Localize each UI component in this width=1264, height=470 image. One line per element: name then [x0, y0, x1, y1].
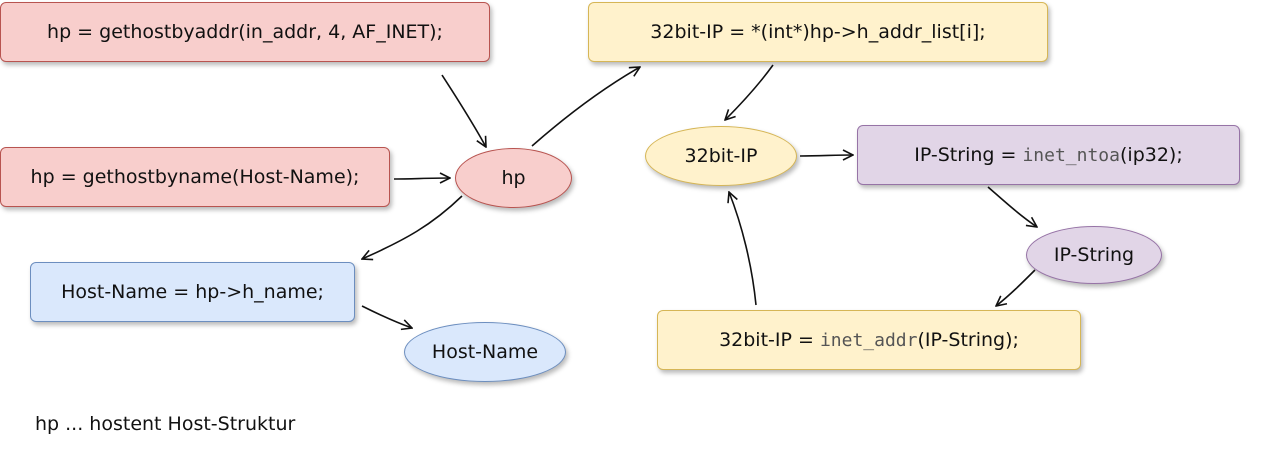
inet-addr-label: 32bit-IP = inet_addr(IP-String);	[719, 329, 1019, 351]
host-name-assign-label: Host-Name = hp->h_name;	[61, 281, 324, 303]
gethostbyaddr-label: hp = gethostbyaddr(in_addr, 4, AF_INET);	[47, 21, 443, 43]
inet-addr-prefix: 32bit-IP =	[719, 329, 820, 351]
hp-ellipse: hp	[455, 148, 572, 208]
ip32-label: 32bit-IP	[684, 145, 758, 167]
edge-ip32-to-ntoa	[799, 155, 853, 156]
inet-addr-suffix: (IP-String);	[917, 329, 1019, 351]
gethostbyaddr-box: hp = gethostbyaddr(in_addr, 4, AF_INET);	[0, 2, 490, 62]
edge-addr-list-assign-to-ip32	[725, 64, 774, 120]
inet-addr-function: inet_addr	[819, 330, 918, 351]
edge-gethostbyaddr-to-hp	[441, 74, 486, 147]
addr-list-assign-label: 32bit-IP = *(int*)hp->h_addr_list[i];	[650, 21, 986, 43]
edge-gethostbyname-to-hp	[393, 178, 450, 179]
footnote: hp ... hostent Host-Struktur	[35, 413, 296, 435]
host-name-ellipse: Host-Name	[404, 322, 566, 382]
edge-hp-to-addr-list-assign	[531, 67, 640, 147]
gethostbyname-box: hp = gethostbyname(Host-Name);	[0, 147, 390, 207]
ip-string-ellipse: IP-String	[1026, 226, 1162, 284]
ntoa-function: inet_ntoa	[1022, 145, 1120, 166]
edge-host-name-assign-to-host-name	[361, 305, 412, 328]
ntoa-suffix: (ip32);	[1120, 144, 1183, 166]
edge-inet-addr-to-ip32	[729, 192, 757, 306]
ip-string-label: IP-String	[1053, 244, 1135, 266]
host-name-label: Host-Name	[431, 341, 539, 363]
edge-hp-to-host-name-assign	[362, 195, 463, 259]
ntoa-box: IP-String = inet_ntoa(ip32);	[857, 125, 1240, 185]
ip32-ellipse: 32bit-IP	[645, 126, 797, 186]
ntoa-prefix: IP-String =	[914, 144, 1023, 166]
edge-ip-string-to-inet-addr	[996, 269, 1036, 306]
inet-addr-box: 32bit-IP = inet_addr(IP-String);	[657, 310, 1081, 370]
hp-label: hp	[501, 167, 526, 189]
gethostbyname-label: hp = gethostbyname(Host-Name);	[30, 166, 360, 188]
edge-ntoa-to-ip-string	[987, 186, 1037, 227]
host-name-assign-box: Host-Name = hp->h_name;	[30, 262, 355, 322]
ntoa-label: IP-String = inet_ntoa(ip32);	[914, 144, 1183, 166]
addr-list-assign-box: 32bit-IP = *(int*)hp->h_addr_list[i];	[588, 2, 1048, 62]
